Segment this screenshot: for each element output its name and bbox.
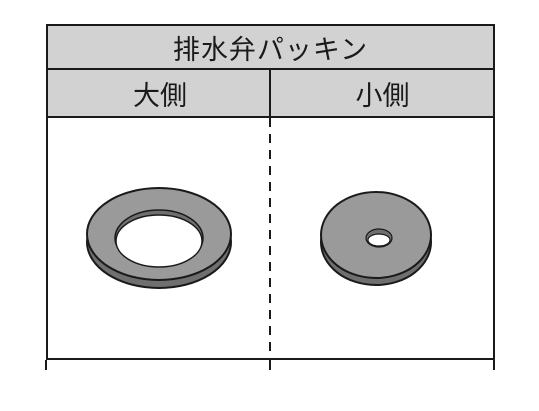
column-header-large: 大側 (48, 70, 272, 116)
left-bottom-tick (45, 360, 47, 370)
small-washer-hole (367, 233, 391, 247)
table-title-cell: 排水弁パッキン (46, 24, 495, 70)
packing-table: 排水弁パッキン 大側 小側 (45, 24, 495, 370)
column-header-large-label: 大側 (133, 80, 187, 112)
column-header-small: 小側 (272, 70, 493, 116)
image-row (46, 118, 495, 358)
large-washer-hole (115, 214, 203, 268)
dashed-column-divider (269, 70, 271, 360)
center-bottom-tick (269, 360, 271, 370)
table-title: 排水弁パッキン (172, 34, 369, 66)
small-washer-illustration (320, 191, 432, 286)
column-header-small-label: 小側 (355, 80, 410, 112)
large-washer-illustration (86, 187, 232, 289)
right-bottom-tick (493, 360, 495, 370)
